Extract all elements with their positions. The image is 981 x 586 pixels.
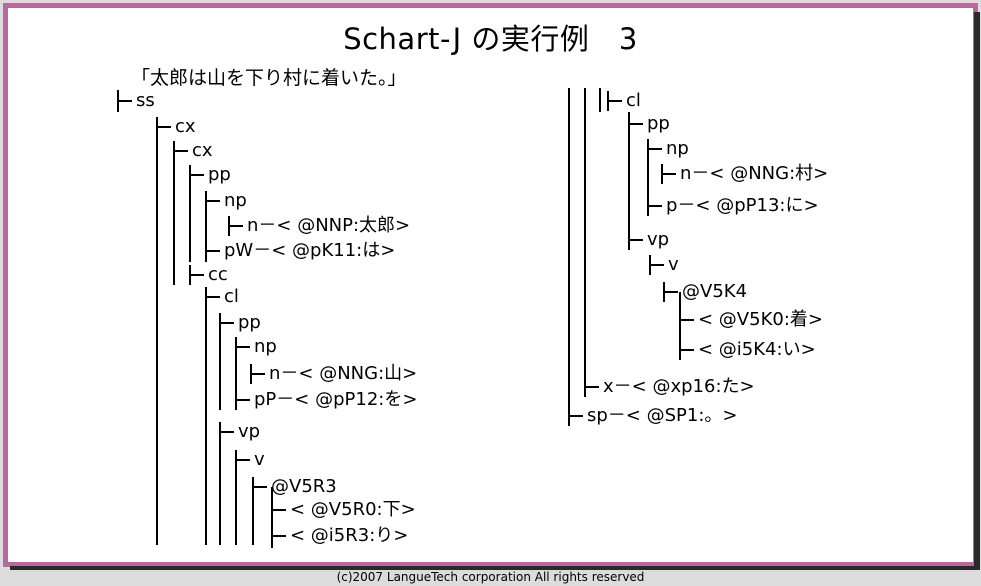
slide-frame (3, 3, 978, 567)
right-node-label-4: p－< @pP13:に> (666, 195, 819, 216)
right-node-label-0: cl (626, 90, 641, 111)
left-node-label-4: np (224, 190, 247, 211)
example-sentence: 「太郎は山を下り村に着いた。」 (131, 67, 407, 89)
left-node-label-3: pp (208, 164, 231, 185)
right-node-label-9: < @i5K4:い> (698, 339, 816, 360)
left-node-label-12: pP－< @pP12:を> (254, 389, 417, 410)
slide-title: Schart-J の実行例 3 (343, 22, 638, 56)
left-node-label-1: cx (175, 116, 196, 137)
copyright-footer: (c)2007 LangueTech corporation All right… (336, 570, 645, 584)
left-node-label-17: < @i5R3:り> (290, 525, 408, 546)
left-node-label-0: ss (136, 90, 155, 111)
right-node-label-6: v (668, 254, 679, 275)
right-node-label-8: < @V5K0:着> (698, 309, 823, 330)
left-node-label-14: v (254, 449, 265, 470)
frame-shadow-right (974, 12, 980, 570)
right-node-label-11: sp－< @SP1:。> (587, 405, 738, 426)
left-node-label-8: cl (224, 286, 239, 307)
left-node-label-6: pW－< @pK11:は> (224, 240, 395, 261)
right-node-label-3: n－< @NNG:村> (680, 163, 828, 184)
left-node-label-10: np (254, 336, 277, 357)
left-node-label-2: cx (192, 140, 213, 161)
left-node-label-11: n－< @NNG:山> (269, 363, 417, 384)
left-node-label-16: < @V5R0:下> (290, 499, 416, 520)
right-node-label-2: np (666, 138, 689, 159)
right-node-label-10: x－< @xp16:た> (603, 376, 755, 397)
right-node-label-7: @V5K4 (682, 281, 747, 302)
frame-shadow-bottom (10, 566, 980, 570)
right-node-label-5: vp (647, 229, 669, 250)
left-node-label-15: @V5R3 (271, 476, 337, 497)
left-node-label-13: vp (238, 421, 260, 442)
left-node-label-5: n－< @NNP:太郎> (247, 215, 410, 236)
right-node-label-1: pp (647, 113, 670, 134)
left-node-label-7: cc (208, 264, 228, 285)
left-node-label-9: pp (238, 312, 261, 333)
